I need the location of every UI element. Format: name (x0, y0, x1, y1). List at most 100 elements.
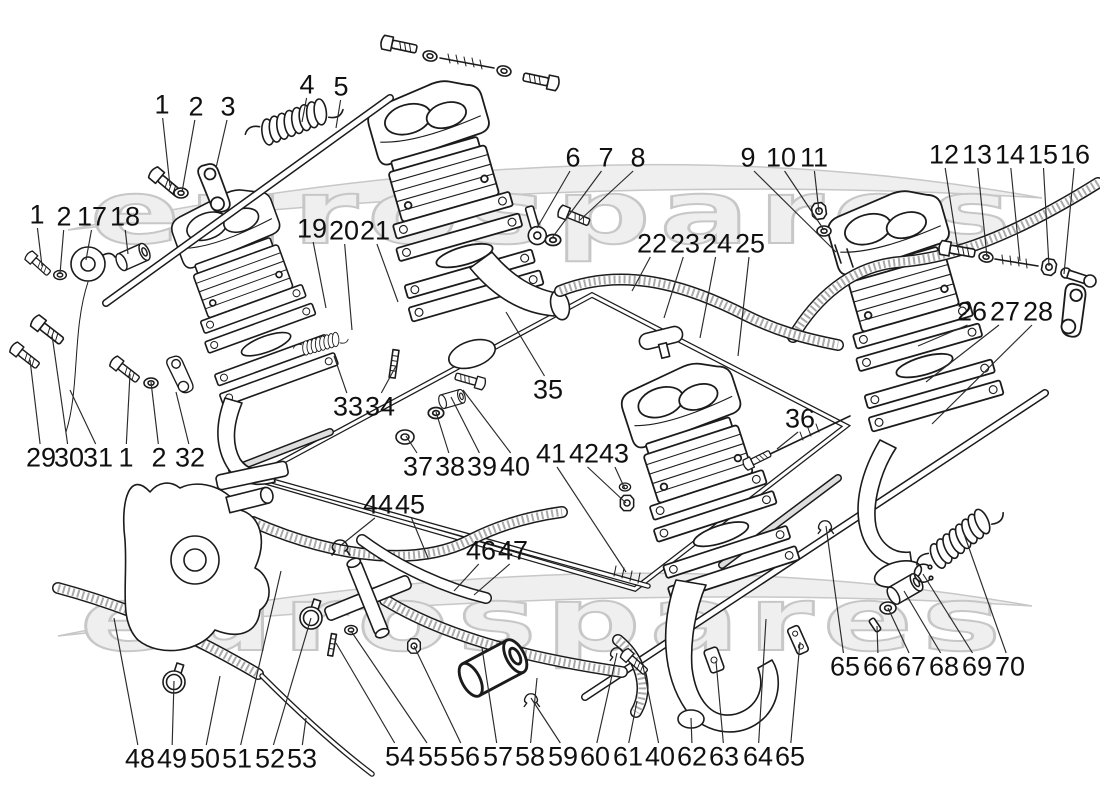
throttle-cross-rod (237, 469, 651, 589)
callout-number-6-9: 6 (565, 143, 580, 173)
metal-pipe-53 (259, 673, 375, 777)
callout-number-54-57: 54 (385, 742, 415, 772)
callout-number-19-20: 19 (297, 214, 327, 244)
callout-leader-1-0 (162, 117, 171, 187)
callout-number-10-13: 10 (766, 143, 796, 173)
callout-number-39-41: 39 (467, 452, 497, 482)
callout-number-43-45: 43 (599, 439, 629, 469)
callout-number-68-73: 68 (929, 652, 959, 682)
callout-number-23-24: 23 (670, 229, 700, 259)
callout-leader-31-32 (69, 389, 97, 445)
callout-number-48-51: 48 (125, 744, 155, 774)
callout-number-30-31: 30 (54, 443, 84, 473)
callout-number-32-35: 32 (175, 443, 205, 473)
callout-leader-1-5 (36, 227, 43, 267)
nut-washer-studs (810, 201, 854, 268)
callout-leader-15-18 (1042, 167, 1050, 267)
callout-number-3-2: 3 (220, 92, 235, 122)
callout-number-35-38: 35 (533, 375, 563, 405)
callout-leader-35-38 (505, 311, 545, 377)
callout-number-60-63: 60 (580, 742, 610, 772)
callout-number-34-37: 34 (365, 392, 395, 422)
callout-number-66-71: 66 (863, 652, 893, 682)
washer-43 (618, 482, 632, 492)
banjo-fitting-set (524, 203, 592, 247)
callout-number-21-22: 21 (360, 216, 390, 246)
callout-leader-27-28 (925, 324, 1000, 383)
callout-leader-39-41 (450, 396, 480, 454)
callout-leader-62-66 (690, 717, 693, 744)
callout-number-63-67: 63 (709, 742, 739, 772)
callout-number-28-29: 28 (1023, 297, 1053, 327)
callout-leader-69-74 (922, 573, 973, 654)
callout-leader-14-17 (1010, 167, 1021, 262)
callout-number-65-69: 65 (775, 742, 805, 772)
callout-number-62-66: 62 (677, 742, 707, 772)
callout-leader-2-1 (181, 119, 196, 193)
callout-leader-26-27 (917, 324, 968, 347)
callout-number-59-62: 59 (548, 742, 578, 772)
callout-leader-5-4 (335, 99, 342, 129)
callout-number-13-16: 13 (962, 140, 992, 170)
washer-2 (173, 187, 189, 199)
callout-number-12-15: 12 (929, 140, 959, 170)
adjuster-rod-36 (740, 415, 851, 472)
callout-leader-8-11 (579, 170, 634, 221)
bolt-1c (107, 354, 143, 386)
callout-leader-59-62 (530, 697, 561, 744)
callout-number-69-74: 69 (962, 652, 992, 682)
callout-leader-36-46 (776, 431, 799, 450)
callout-number-42-44: 42 (569, 439, 599, 469)
bolt-29 (7, 340, 43, 372)
cross-pipe-fitting (324, 557, 412, 639)
callout-leader-30-31 (51, 334, 69, 445)
callout-number-55-58: 55 (418, 742, 448, 772)
callout-leader-12-15 (944, 167, 959, 251)
callout-number-50-53: 50 (190, 744, 220, 774)
callout-leader-46-49 (453, 563, 480, 592)
callout-leader-20-21 (344, 243, 353, 331)
callout-number-11-14: 11 (800, 143, 828, 173)
callout-number-1-0: 1 (154, 90, 169, 120)
callout-number-41-43: 41 (536, 439, 566, 469)
callout-number-70-75: 70 (995, 652, 1025, 682)
callout-number-65-70: 65 (830, 652, 860, 682)
callout-number-2-1: 2 (188, 92, 203, 122)
callout-number-47-50: 47 (498, 536, 528, 566)
lever-32 (164, 353, 196, 397)
callout-leader-64-68 (758, 618, 767, 744)
callout-leader-37-39 (405, 435, 418, 454)
callout-leader-29-30 (29, 359, 41, 445)
callout-leader-28-29 (931, 324, 1033, 425)
callout-number-22-23: 22 (637, 229, 667, 259)
callout-number-45-48: 45 (395, 490, 425, 520)
callout-leader-33-36 (333, 355, 348, 394)
callout-number-29-30: 29 (26, 443, 56, 473)
carburetor-center (603, 349, 801, 733)
screw-set-right (937, 239, 1097, 340)
callout-leader-45-48 (410, 517, 429, 559)
choke-cable-31 (65, 281, 89, 433)
callout-leader-61-64 (628, 700, 638, 744)
callout-leader-34-37 (380, 365, 397, 394)
callout-leader-10-13 (784, 170, 825, 231)
callout-leader-7-10 (551, 170, 602, 239)
hose-clamp-bracket (638, 325, 684, 360)
callout-leader-11-14 (813, 170, 820, 213)
callout-leader-49-52 (171, 680, 175, 746)
callout-leader-6-9 (536, 170, 571, 229)
callout-number-26-27: 26 (957, 297, 987, 327)
callout-leader-23-24 (663, 256, 684, 319)
callout-number-67-72: 67 (896, 652, 926, 682)
fuel-hose-45 (356, 534, 492, 604)
callout-number-24-25: 24 (702, 229, 732, 259)
callout-leader-60-63 (596, 652, 618, 744)
callout-number-52-55: 52 (255, 744, 285, 774)
callout-number-4-3: 4 (299, 70, 314, 100)
callout-number-25-26: 25 (735, 229, 765, 259)
callout-leader-55-58 (350, 630, 428, 744)
callout-leader-18-8 (124, 229, 129, 255)
callout-leader-47-50 (473, 563, 511, 596)
callout-number-36-46: 36 (785, 404, 815, 434)
